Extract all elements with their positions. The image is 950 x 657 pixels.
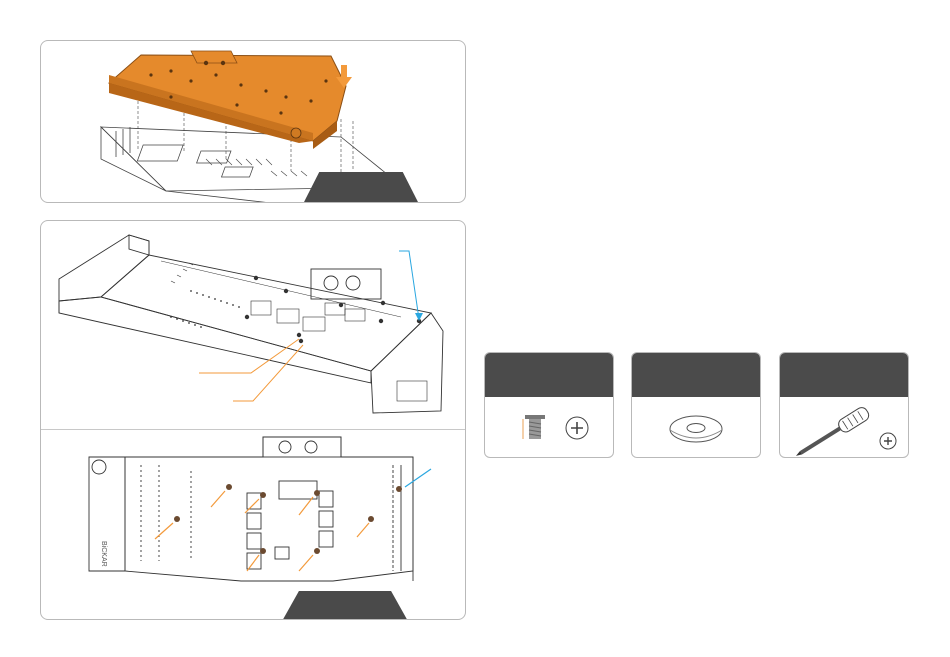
screw-markers-bottom	[174, 484, 402, 554]
hardware-card-header	[632, 353, 760, 397]
card-angled-details	[171, 263, 427, 401]
hardware-card-header	[780, 353, 908, 397]
panel-divider	[41, 429, 465, 430]
pcb-brand-text: BiCKAR	[100, 541, 107, 567]
orange-pointer-arrows-bottom	[155, 491, 369, 571]
hardware-card-body	[780, 397, 908, 457]
step-panel-fasten-backside: BiCKAR	[40, 220, 466, 620]
hardware-card-washer	[631, 352, 761, 458]
hardware-card-screw	[484, 352, 614, 458]
blue-pointer-bottom	[405, 469, 431, 487]
step-tab-1	[303, 172, 419, 203]
card-top-view	[89, 437, 413, 581]
hardware-card-header	[485, 353, 613, 397]
step-tab-2	[281, 591, 409, 620]
card-angled-dotted-rows	[170, 290, 240, 328]
step-panel-install-waterblock	[40, 40, 466, 203]
memory-chips	[206, 159, 307, 176]
hardware-card-body	[485, 397, 613, 457]
washer-icon	[632, 397, 760, 457]
screwdriver-icon	[780, 397, 908, 457]
screw-icon	[485, 397, 613, 457]
hardware-card-screwdriver	[779, 352, 909, 458]
hardware-card-body	[632, 397, 760, 457]
card-angled-view	[59, 235, 443, 413]
